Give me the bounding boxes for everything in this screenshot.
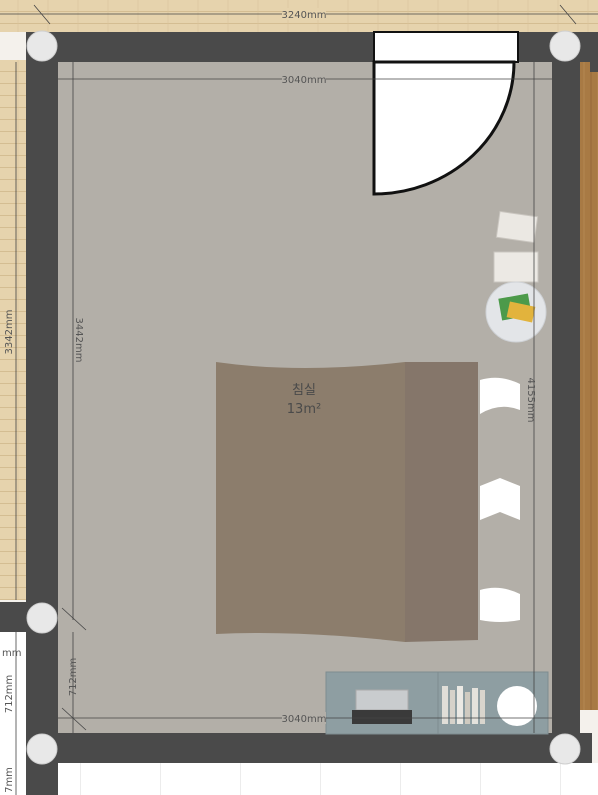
- round-table-icon[interactable]: [485, 281, 547, 343]
- outside-bottom-floor: [58, 763, 598, 795]
- wall-left-stub: [0, 602, 26, 632]
- wall-bottom: [26, 733, 592, 763]
- dim-lower-left-outer: 712mm: [4, 675, 15, 714]
- dim-outer-top: 3240mm: [282, 10, 327, 21]
- dim-bottom-left-cut: 7mm: [4, 767, 15, 793]
- room-name: 침실: [292, 383, 316, 398]
- wall-right-edge: [590, 32, 598, 72]
- wall-left: [26, 32, 58, 795]
- dim-outer-left: 3342mm: [4, 310, 15, 355]
- column-bottom-left: [26, 733, 58, 765]
- laptop-icon: [352, 689, 412, 724]
- door-swing-icon: [372, 60, 516, 196]
- bed[interactable]: [216, 362, 520, 642]
- outside-left-lower: [0, 632, 26, 795]
- column-bottom-right: [549, 733, 581, 765]
- dim-lower-left-inner: 712mm: [68, 658, 79, 697]
- dim-inner-right: 4155mm: [525, 378, 536, 423]
- room-area: 13m²: [287, 402, 321, 417]
- column-top-left: [26, 30, 58, 62]
- dim-left-small-top: mm: [2, 648, 21, 659]
- outside-right-floor: [580, 60, 598, 710]
- dim-inner-bottom: 3040mm: [282, 714, 327, 725]
- door[interactable]: [372, 31, 519, 196]
- bookshelf-icon: [442, 686, 485, 724]
- wall-right: [552, 32, 580, 763]
- column-mid-left: [26, 602, 58, 634]
- pillow-icon: [480, 377, 520, 622]
- column-top-right: [549, 30, 581, 62]
- dim-inner-left: 3442mm: [73, 318, 84, 363]
- dim-inner-top: 3040mm: [282, 75, 327, 86]
- desk[interactable]: [325, 671, 549, 735]
- outside-left-floor: [0, 60, 26, 600]
- wall-frame-icon: [493, 210, 539, 283]
